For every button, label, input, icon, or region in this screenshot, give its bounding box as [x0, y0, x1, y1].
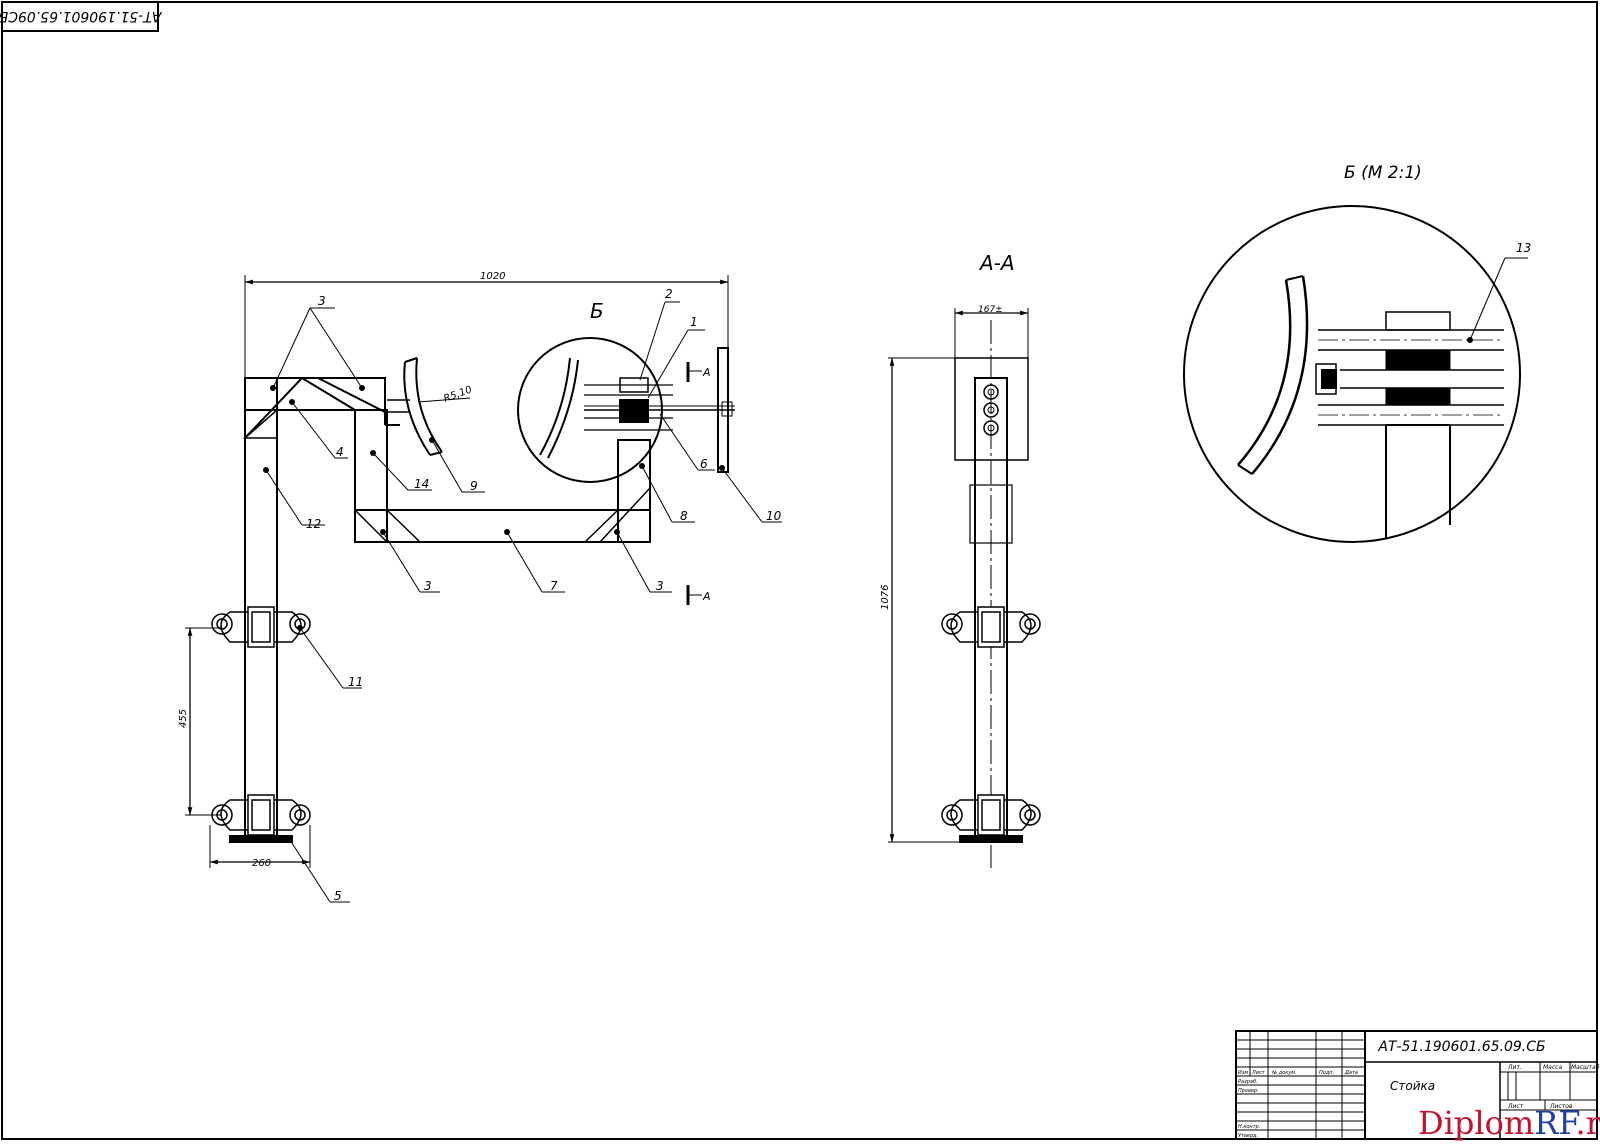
- dim-wheel-spacing: 455: [178, 709, 189, 728]
- right-label-scale: Масштаб: [1571, 1064, 1600, 1071]
- dim-width-top: 1020: [480, 271, 505, 282]
- callout-2: 2: [665, 287, 673, 301]
- section-marker-top: А: [702, 366, 711, 379]
- right-label-mass: Масса: [1543, 1064, 1562, 1071]
- section-title: А-А: [978, 251, 1015, 275]
- callout-7: 7: [550, 579, 558, 593]
- col-label-date: Дата: [1344, 1070, 1358, 1076]
- title-block-text: АТ-51.190601.65.09.СБ Стойка Изм Лист № …: [1238, 1039, 1600, 1139]
- row-label-dev: Разраб.: [1238, 1079, 1258, 1085]
- section-marker-bottom: А: [702, 590, 711, 603]
- top-stamp-code: АТ-51.190601.65.09СБ: [0, 8, 162, 24]
- top-stamp: АТ-51.190601.65.09СБ: [0, 1, 162, 32]
- detail-marker: Б: [590, 299, 604, 323]
- col-label-izm: Изм: [1238, 1070, 1248, 1076]
- callout-numbers: 3 2 1 4 14 9 12 6 8 10 3 7 3 11 5 13: [306, 241, 1531, 903]
- title-block-name: Стойка: [1390, 1079, 1435, 1093]
- callout-1: 1: [690, 315, 698, 329]
- detail-title: Б (М 2:1): [1344, 163, 1422, 183]
- col-label-sign: Подп.: [1319, 1070, 1334, 1076]
- detail-view: [1183, 205, 1528, 543]
- dim-height-left: 1076: [880, 585, 891, 610]
- sheet-label: Лист: [1507, 1103, 1524, 1110]
- sheets-label: Листов: [1549, 1103, 1573, 1110]
- title-block-code: АТ-51.190601.65.09.СБ: [1377, 1039, 1545, 1055]
- callout-11: 11: [348, 675, 363, 689]
- callout-8: 8: [680, 509, 688, 523]
- callout-13: 13: [1516, 241, 1531, 255]
- main-view: [185, 275, 735, 868]
- watermark-part-a: Diplom: [1418, 1104, 1534, 1142]
- row-label-norm: Н.контр.: [1238, 1124, 1260, 1130]
- dim-base-width: 260: [252, 858, 271, 869]
- right-label-lit: Лит.: [1507, 1064, 1522, 1071]
- dim-section-top: 167±: [978, 305, 1003, 315]
- callout-3b: 3: [424, 579, 432, 593]
- callout-5: 5: [334, 889, 342, 903]
- callout-10: 10: [766, 509, 782, 523]
- watermark-part-b: RF: [1534, 1104, 1579, 1142]
- callout-6: 6: [700, 457, 708, 471]
- watermark-logo: DiplomRF.ru: [1418, 1104, 1600, 1142]
- title-block: [1235, 1030, 1598, 1140]
- drawing-texts: 1020 Б R5,10 А А 455 260 А-А 167± 1076 Б…: [178, 163, 1422, 869]
- leaders-main: [263, 301, 782, 903]
- callout-4: 4: [336, 445, 344, 459]
- callout-12: 12: [306, 517, 321, 531]
- row-label-approve: Утверд.: [1238, 1133, 1258, 1139]
- callout-3c: 3: [656, 579, 664, 593]
- callout-3a: 3: [318, 294, 326, 308]
- svg-text:DiplomRF.ru: DiplomRF.ru: [1418, 1104, 1600, 1142]
- col-label-doc: № докум.: [1271, 1070, 1297, 1076]
- col-label-list: Лист: [1251, 1070, 1266, 1076]
- row-label-check: Провер.: [1238, 1088, 1259, 1094]
- watermark-part-c: .ru: [1576, 1104, 1600, 1142]
- callout-14: 14: [414, 477, 429, 491]
- section-view: [888, 308, 1041, 868]
- callout-9: 9: [470, 479, 478, 493]
- radius-note: R5,10: [442, 384, 473, 404]
